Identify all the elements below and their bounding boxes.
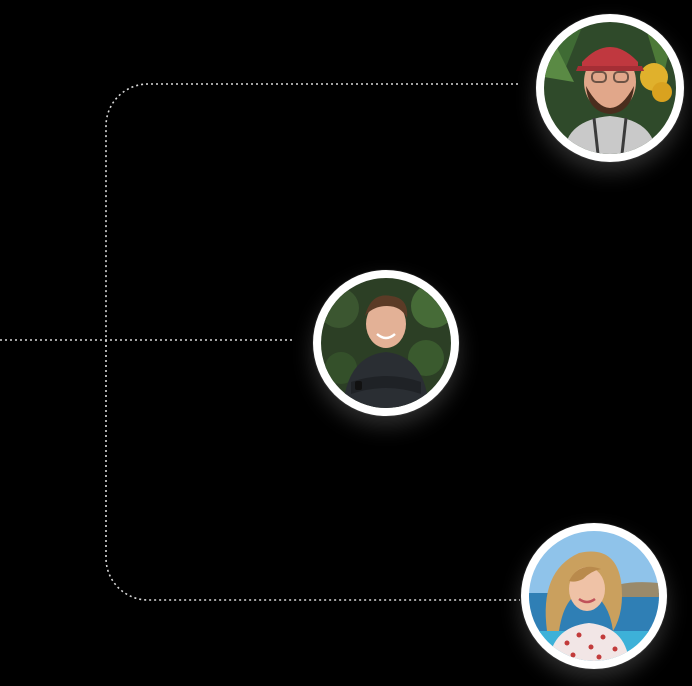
avatar-top[interactable]: [536, 14, 684, 162]
connector-bottom-branch: [105, 340, 520, 601]
connector-top-branch: [105, 83, 518, 340]
person-blonde-seaside-avatar: [529, 531, 659, 661]
avatar-bottom[interactable]: [521, 523, 667, 669]
avatar-middle[interactable]: [313, 270, 459, 416]
person-red-cap-beard-avatar: [544, 22, 676, 154]
person-dark-shirt-arms-crossed-avatar: [321, 278, 451, 408]
